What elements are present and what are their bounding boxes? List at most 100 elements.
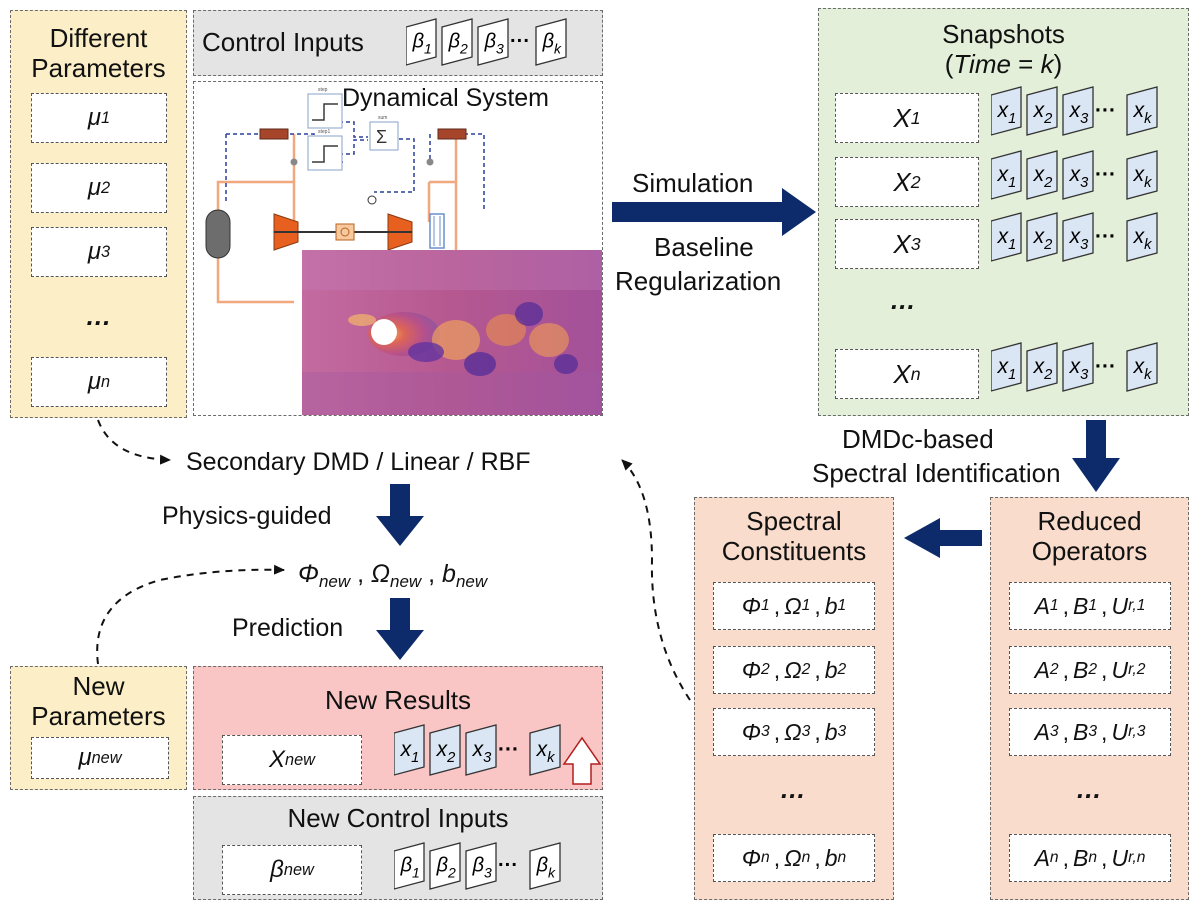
frame-subscript: 3 [1080,367,1089,383]
reduced-title-line2: Operators [1031,536,1148,566]
new-parameters-title: New Parameters [11,671,186,731]
reduced-sep: , [1101,844,1108,871]
frame-subscript: k [548,865,556,881]
frame-subscript: 2 [459,41,468,57]
spectral-sep: , [773,656,781,683]
reduced-to-spectral-arrow [904,518,982,558]
frame-subscript: k [1144,111,1152,127]
reduced-b: B [1073,656,1089,683]
baseline-label-line2: Regularization [615,266,782,296]
frame-ellipsis: ··· [1095,225,1116,248]
spectral-sep: , [814,592,821,619]
frame-symbol: β [542,31,554,53]
reduced-b: B [1073,844,1089,871]
reduced-title-line1: Reduced [1037,506,1142,536]
new-sep-2: , [421,560,443,588]
frame-ellipsis: ··· [498,738,519,761]
frame-label: x3 [1069,225,1090,253]
frame-symbol: x [1133,99,1146,122]
frame-label: x2 [1033,355,1053,383]
spectral-title-line2: Constituents [721,536,867,566]
different-parameters-title-line1: Different [49,23,148,53]
new-sep-1: , [350,560,371,588]
frame-symbol: β [536,855,548,877]
frame-label: x1 [997,225,1017,253]
spectral-to-secondary-connector [621,459,691,701]
frame-1 [991,150,1022,200]
frame-symbol: x [997,99,1010,122]
frame-symbol: β [472,855,484,877]
frame-4 [1126,212,1158,262]
frame-subscript: 2 [1043,175,1052,191]
frame-subscript: 2 [446,750,455,766]
frame-subscript: 1 [1008,111,1016,127]
frame-label: βk [536,855,556,881]
frame-subscript: 3 [1080,175,1089,191]
frame-ellipsis: ··· [1095,163,1116,186]
reduced-a: A [1034,718,1050,745]
frame-label: x3 [1069,99,1090,127]
step-block-label: step [318,87,328,93]
prediction-arrow [376,598,424,660]
frame-label: β1 [400,855,420,881]
frame-1 [406,18,437,66]
frame-symbol: x [1069,163,1082,186]
physics-guided-arrow [376,484,424,546]
frame-label: xk [1133,225,1153,253]
frame-subscript: 3 [496,41,504,57]
frame-2 [1026,342,1058,392]
parameter-symbol: μ [87,368,102,395]
frame-2 [1026,212,1058,262]
new-param-sym: μ [78,744,92,771]
new-omega-sub: new [390,572,422,592]
frame-label: xk [1133,355,1153,383]
spectral-c: b [824,656,838,683]
frame-symbol: β [400,855,412,877]
snapshots-title-line1: Snapshots [942,19,1065,49]
spectral-title: Spectral Constituents [695,506,893,566]
reduced-sep: , [1062,718,1069,745]
frame-symbol: x [400,738,413,761]
frame-symbol: β [412,31,424,53]
new-phi: Φ [298,560,319,588]
frame-symbol: x [1069,355,1082,378]
reduced-c: U [1111,844,1129,871]
frame-subscript: 2 [1043,367,1052,383]
snapshots-paren-open: ( [944,49,954,79]
snapshots-title: Snapshots (Time = k) [819,19,1188,79]
frame-label: βk [542,31,562,57]
prediction-label: Prediction [232,614,344,642]
snapshot-symbol: X [893,358,911,389]
dynamical-system-label: Dynamical System [342,84,549,112]
reduced-a: A [1034,844,1050,871]
frame-1 [991,342,1022,392]
frame-subscript: k [1144,367,1152,383]
spectral-a: Φ [741,844,762,871]
frame-ellipsis: ··· [498,855,518,877]
reduced-b: B [1073,592,1089,619]
physics-guided-label: Physics-guided [162,502,332,530]
frame-label: x2 [1033,163,1053,191]
spectral-a: Φ [741,718,762,745]
frame-subscript: 1 [1008,367,1016,383]
dynamical-system-panel: Dynamical System [193,81,603,416]
new-spectral-triplet: Φnew , Ωnew , bnew [298,560,487,592]
reduced-sep: , [1062,844,1069,871]
snapshot-symbol: X [893,102,911,133]
